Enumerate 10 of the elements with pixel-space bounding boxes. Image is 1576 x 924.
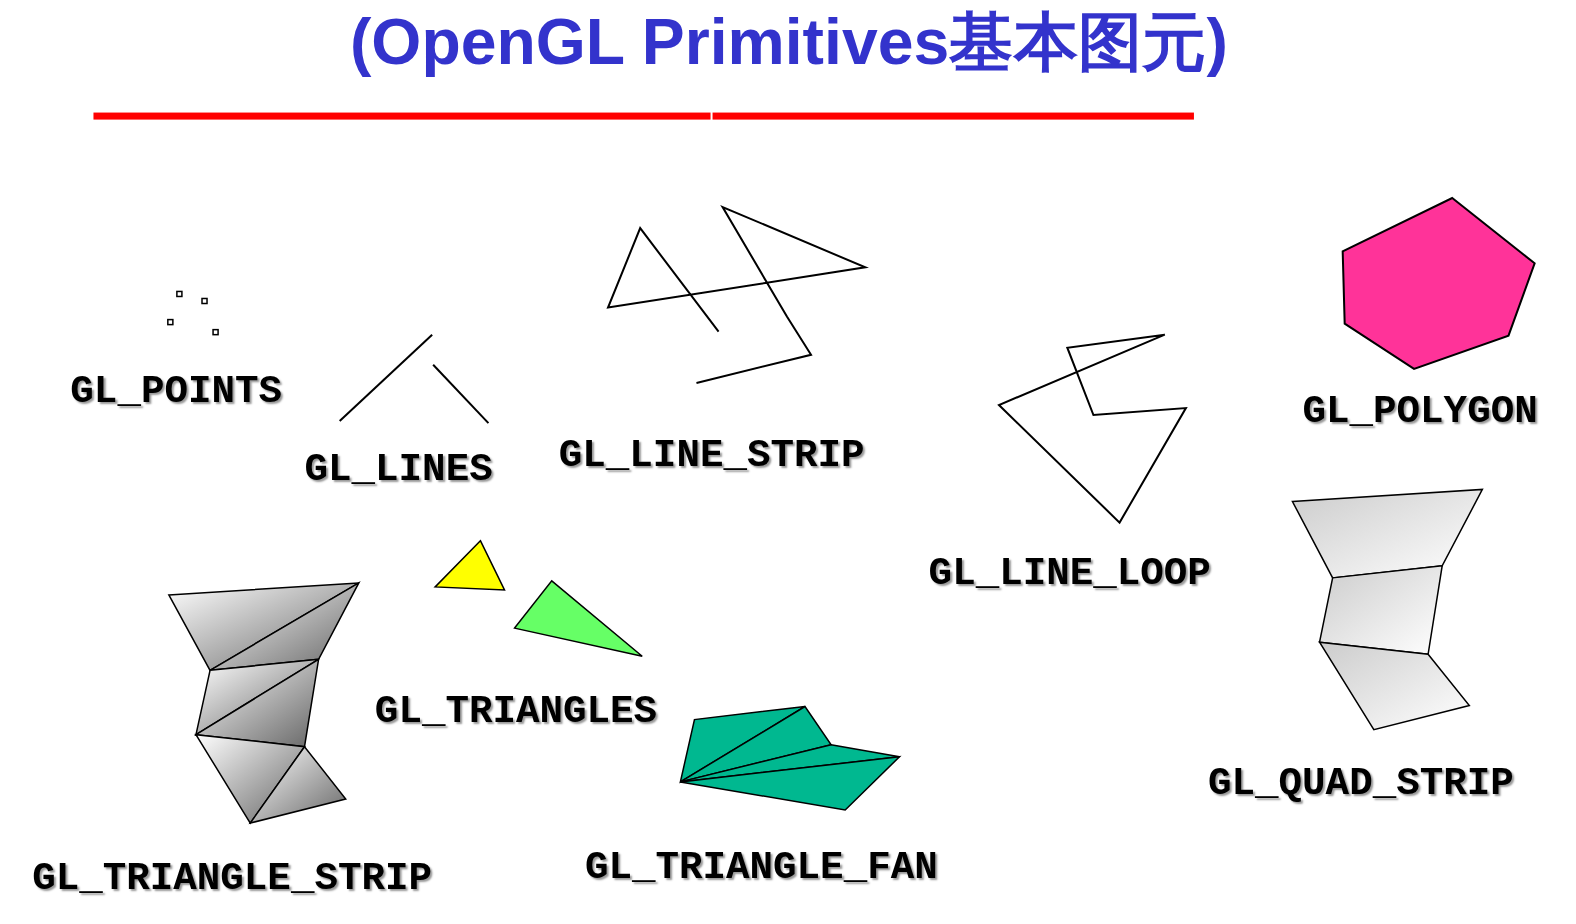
primitive-label: GL_TRIANGLE_STRIP <box>32 859 432 900</box>
primitive-label: GL_LINE_LOOP <box>928 553 1211 594</box>
primitive-label: GL_LINE_STRIP <box>558 436 865 477</box>
primitive-label: GL_LINES <box>304 450 493 491</box>
slide-title: (OpenGL Primitives基本图元) <box>348 5 1229 81</box>
primitive-label: GL_TRIANGLES <box>374 691 658 732</box>
primitive-label: GL_QUAD_STRIP <box>1208 763 1514 804</box>
primitive-label: GL_POLYGON <box>1302 391 1538 433</box>
primitive-label: GL_TRIANGLE_FAN <box>584 848 938 889</box>
primitive-label: GL_POINTS <box>70 371 283 413</box>
